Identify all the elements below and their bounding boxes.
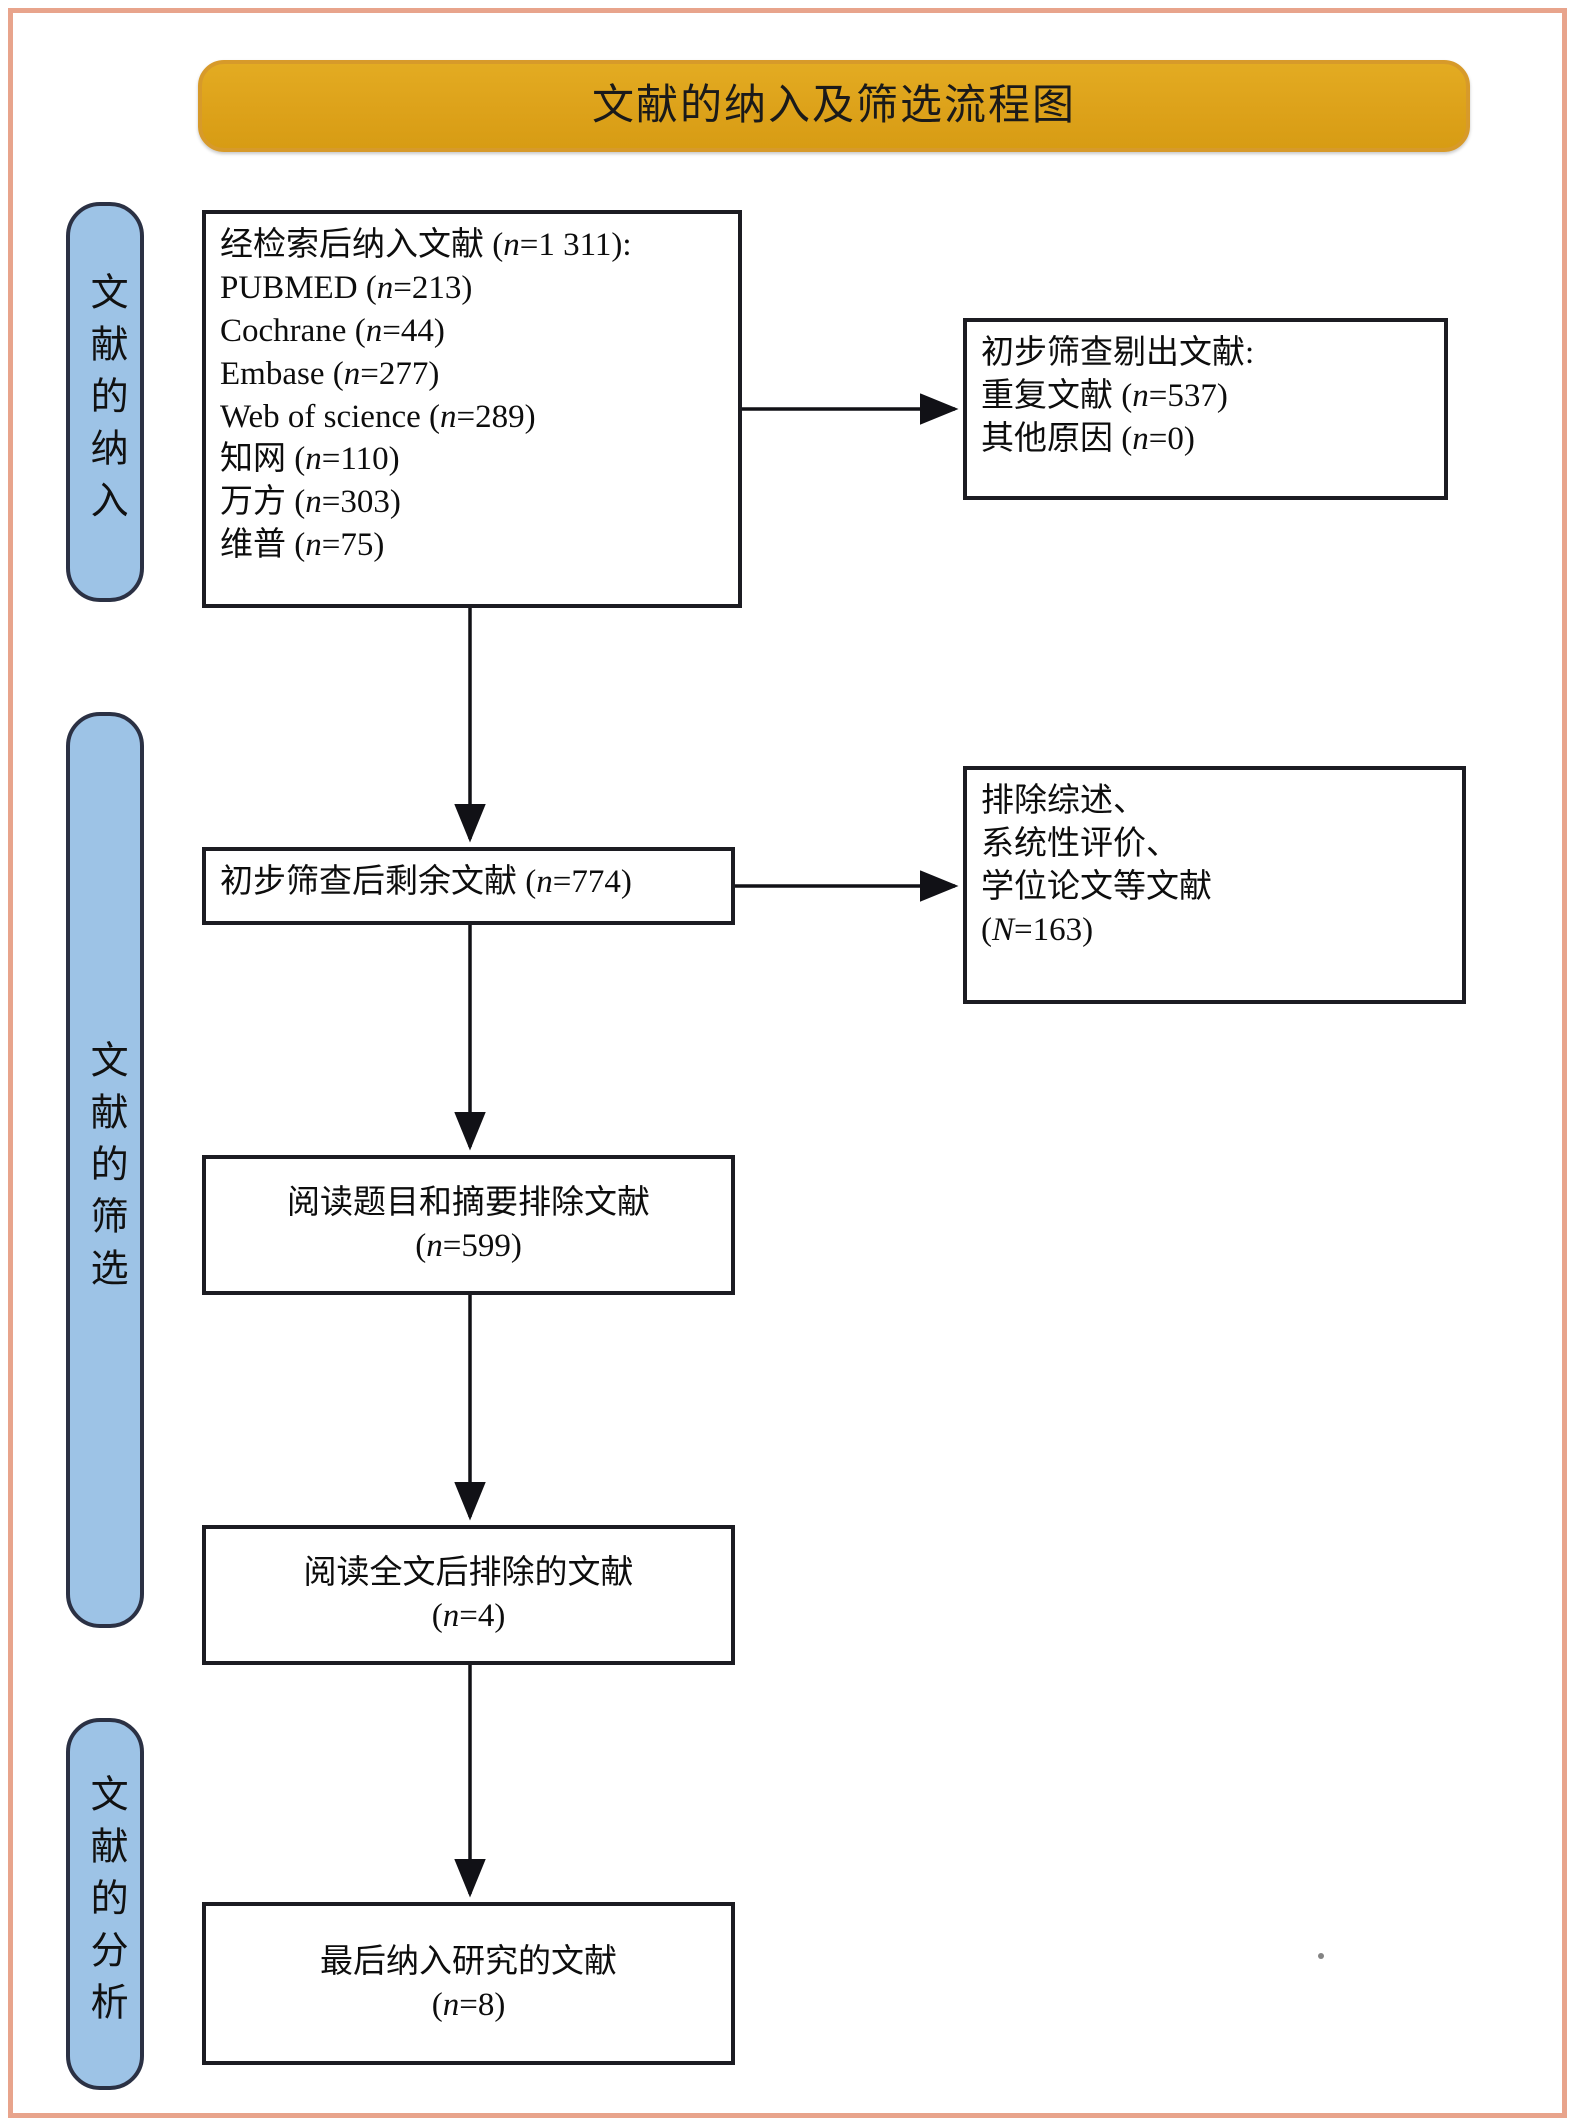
full-text-exclusion-box: 阅读全文后排除的文献 (n=4) — [202, 1525, 735, 1665]
initial-exclusion-box: 初步筛查剔出文献: 重复文献 (n=537) 其他原因 (n=0) — [963, 318, 1448, 500]
exclude-type-line-1: 系统性评价、 — [981, 825, 1179, 862]
search-line-5: 知网 (n=110) — [220, 441, 400, 478]
search-line-6: 万方 (n=303) — [220, 484, 401, 521]
remaining-line: 初步筛查后剩余文献 (n=774) — [220, 864, 632, 900]
final-included-box: 最后纳入研究的文献 (n=8) — [202, 1902, 735, 2065]
excluded-article-types-box: 排除综述、 系统性评价、 学位论文等文献 (N=163) — [963, 766, 1466, 1004]
identification-box: 经检索后纳入文献 (n=1 311): PUBMED (n=213) Cochr… — [202, 210, 742, 608]
stage-label-inclusion: 文献的纳入 — [84, 272, 127, 532]
stage-label-screening: 文献的筛选 — [84, 1040, 127, 1300]
final-label: 最后纳入研究的文献 — [320, 1943, 617, 1980]
dup-heading: 初步筛查剔出文献: — [981, 335, 1255, 371]
title-abstract-exclusion-box: 阅读题目和摘要排除文献 (n=599) — [202, 1155, 735, 1295]
search-line-4: Web of science (n=289) — [220, 398, 536, 435]
final-count: (n=8) — [431, 1986, 506, 2023]
page-title: 文献的纳入及筛选流程图 — [591, 83, 1076, 129]
dup-item-1: 其他原因 (n=0) — [981, 420, 1195, 457]
remaining-after-screening-box: 初步筛查后剩余文献 (n=774) — [202, 847, 735, 925]
titleabs-label: 阅读题目和摘要排除文献 — [287, 1185, 650, 1222]
stray-dot-artifact — [1318, 1953, 1324, 1959]
search-line-7: 维普 (n=75) — [220, 527, 385, 564]
fulltext-label: 阅读全文后排除的文献 — [303, 1555, 634, 1592]
exclude-type-count: (N=163) — [981, 911, 1094, 948]
exclude-type-line-0: 排除综述、 — [981, 783, 1146, 819]
dup-item-0: 重复文献 (n=537) — [981, 377, 1228, 414]
search-line-1: PUBMED (n=213) — [220, 269, 473, 306]
title-banner: 文献的纳入及筛选流程图 — [198, 60, 1470, 152]
stage-pill-analysis: 文献的分析 — [66, 1718, 144, 2090]
titleabs-count: (n=599) — [415, 1228, 522, 1264]
stage-pill-inclusion: 文献的纳入 — [66, 202, 144, 602]
search-line-3: Embase (n=277) — [220, 355, 440, 392]
stage-label-analysis: 文献的分析 — [84, 1774, 127, 2034]
fulltext-count: (n=4) — [431, 1598, 506, 1634]
search-line-2: Cochrane (n=44) — [220, 312, 445, 349]
stage-pill-screening: 文献的筛选 — [66, 712, 144, 1628]
exclude-type-line-2: 学位论文等文献 — [981, 868, 1212, 905]
search-line-0: 经检索后纳入文献 (n=1 311): — [220, 227, 632, 263]
